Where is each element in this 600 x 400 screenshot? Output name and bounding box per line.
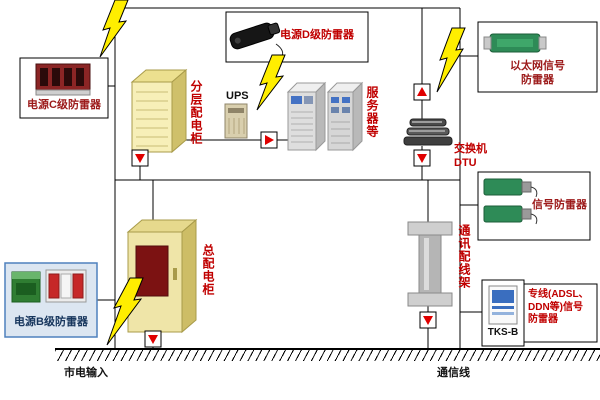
power-b-label: 电源B级防雷器 [14, 316, 88, 328]
dist-cabinet-label: 分层配电柜 [189, 80, 203, 145]
comm-line-label: 通信线 [437, 367, 470, 379]
lightning-bolt-bottom-left [106, 277, 144, 346]
surge-arrow-right-servers [260, 131, 278, 149]
lightning-bolt-right [436, 27, 466, 93]
main-cabinet-image [126, 218, 198, 334]
surge-arrow-down-main-cabinet [144, 330, 162, 348]
tks-device-image [488, 285, 518, 325]
ups-device-image [224, 103, 248, 139]
patch-panel-label: 通讯配线架 [457, 224, 471, 289]
surge-arrow-down-switch [413, 149, 431, 167]
signal-label: 信号防雷器 [532, 199, 587, 211]
signal-devices-image [483, 178, 538, 225]
dedicated-box [523, 283, 598, 343]
surge-arrow-up-switch [413, 83, 431, 101]
patch-panel-image [407, 221, 453, 307]
switch-label: 交换机 DTU [454, 143, 487, 169]
dist-cabinet-image [130, 68, 188, 154]
power-c-device-image [35, 63, 91, 96]
tks-label: TKS-B [487, 327, 519, 338]
mains-input-label: 市电输入 [64, 367, 108, 379]
servers-label: 服务器等 [365, 86, 379, 138]
surge-arrow-down-patch [419, 311, 437, 329]
servers-image [286, 81, 364, 152]
power-d-device-image [229, 22, 284, 59]
ethernet-device-image [483, 33, 547, 53]
dedicated-label: 专线(ADSL、 DDN等)信号 防雷器 [528, 289, 589, 325]
switch-image [403, 118, 453, 146]
power-d-label: 电源D级防雷器 [280, 29, 354, 41]
power-b-device-image [11, 269, 87, 303]
ground-hatch [55, 348, 600, 361]
ethernet-label: 以太网信号 防雷器 [510, 60, 565, 86]
main-cabinet-label: 总配电柜 [201, 244, 215, 296]
surge-arrow-down-dist [131, 149, 149, 167]
ups-label: UPS [226, 90, 249, 102]
lightning-bolt-center [256, 54, 286, 111]
lightning-bolt-top-left [99, 0, 129, 58]
power-c-label: 电源C级防雷器 [27, 99, 101, 111]
